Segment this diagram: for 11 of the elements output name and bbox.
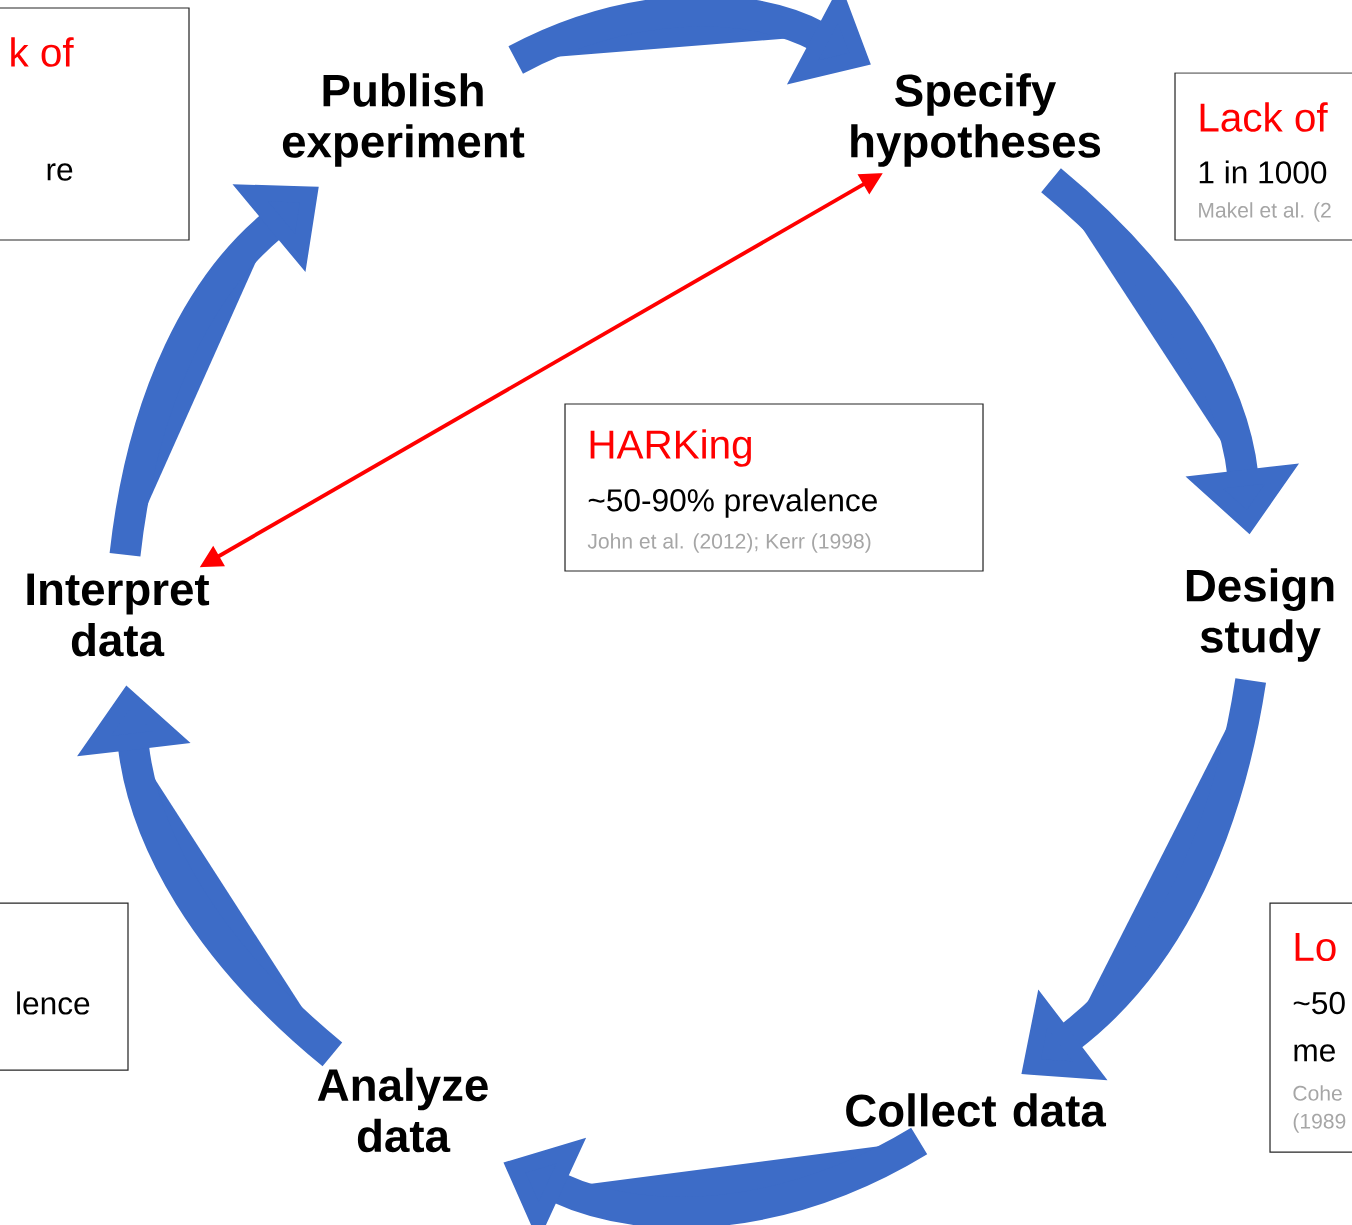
stage-label: Interpret data (27, 573, 210, 657)
stage-label: Collect data (846, 1093, 1107, 1127)
stage-label: Design study (1186, 568, 1334, 662)
stage-label: Publish experiment (282, 73, 525, 167)
stage-label: Analyze data (317, 1067, 488, 1153)
callout-box: Lack of 1 in 1000 Makel et al. (2 (1174, 72, 1352, 241)
callout-box: HARKing ~50-90% prevalence John et al. (2012); Kerr (1998) (564, 403, 984, 572)
stage-label: Specify hypotheses (851, 73, 1101, 167)
callout-box: lence (0, 902, 129, 1071)
callout-box: Lo ~50 me Cohe (1989 (1269, 902, 1352, 1153)
callout-box: k of re (0, 7, 190, 241)
